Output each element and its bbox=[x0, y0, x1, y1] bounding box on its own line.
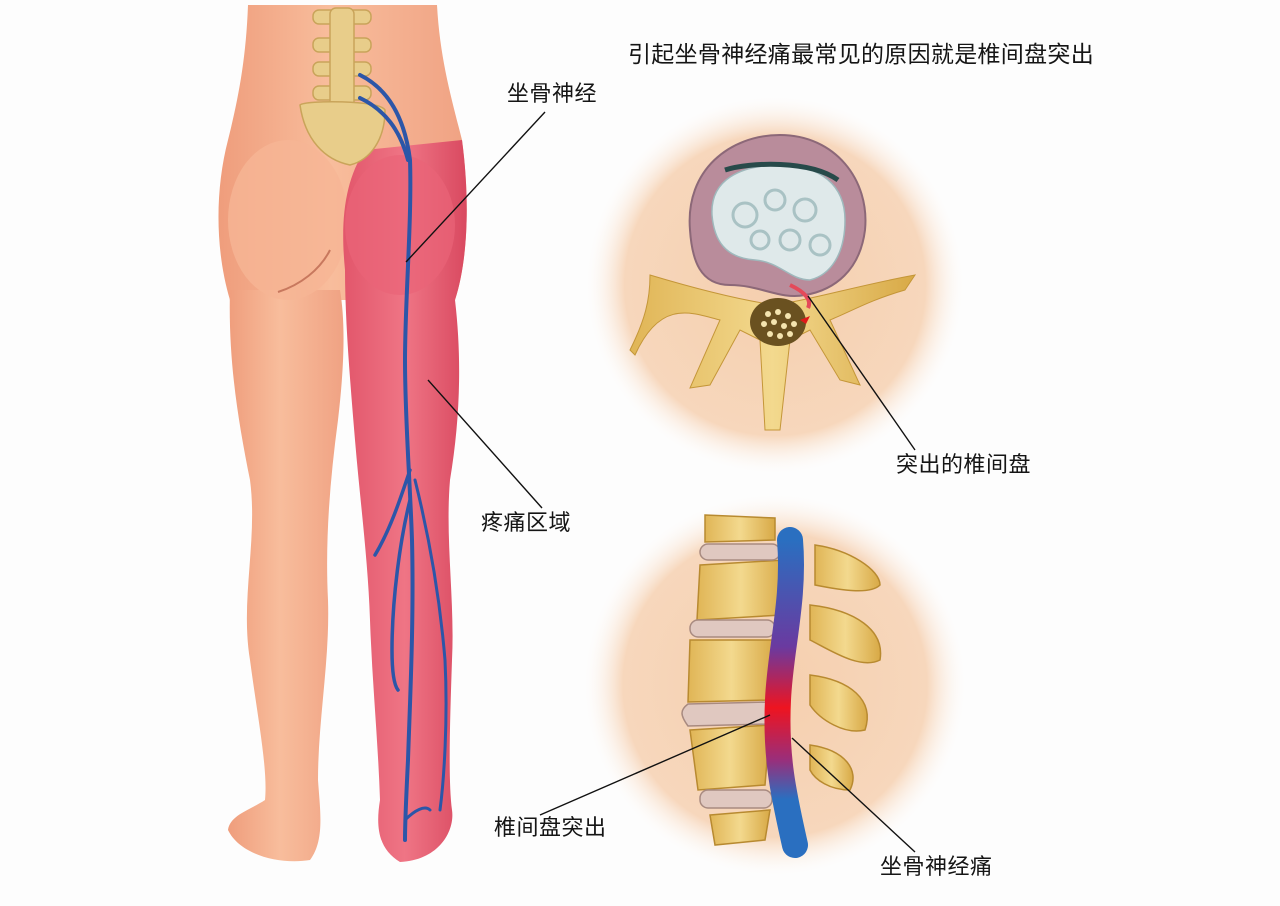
legs-illustration bbox=[218, 5, 467, 862]
label-sciatic-nerve: 坐骨神经 bbox=[507, 82, 598, 107]
leader-sciatica bbox=[791, 737, 916, 853]
leader-herniated-disc bbox=[807, 295, 916, 451]
leader-lines bbox=[405, 111, 916, 853]
label-disc-herniation: 椎间盘突出 bbox=[494, 816, 607, 841]
disc-cross-section-illustration bbox=[587, 97, 963, 473]
label-pain-area: 疼痛区域 bbox=[481, 511, 572, 536]
leader-pain-area bbox=[427, 379, 543, 509]
spine-side-illustration bbox=[585, 495, 965, 875]
label-herniated-disc: 突出的椎间盘 bbox=[896, 453, 1032, 478]
label-sciatica: 坐骨神经痛 bbox=[880, 855, 993, 880]
leader-disc-herniation bbox=[539, 714, 771, 816]
leader-sciatic-nerve bbox=[405, 111, 546, 263]
diagram-title: 引起坐骨神经痛最常见的原因就是椎间盘突出 bbox=[628, 42, 1094, 68]
